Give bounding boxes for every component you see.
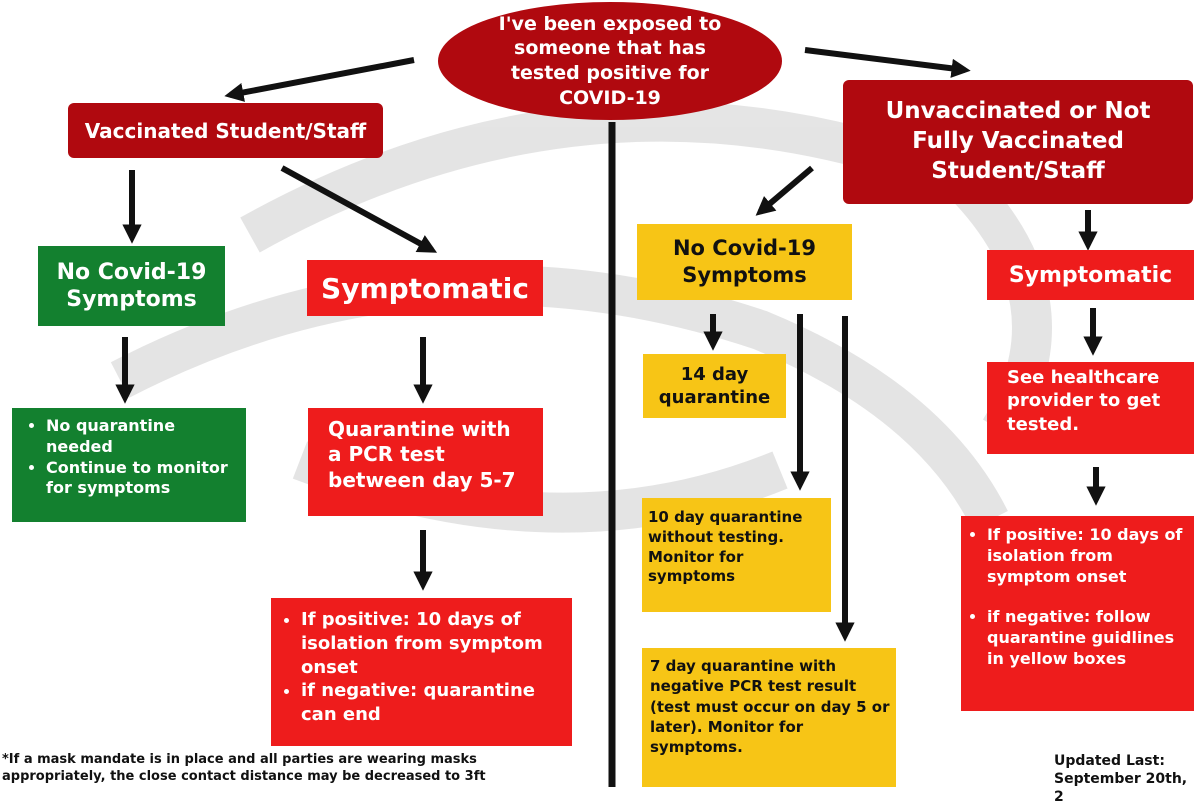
unvacc-healthcare-box: See healthcare provider to get tested. [987, 362, 1194, 454]
unvacc-no-symptoms-label: No Covid-19 Symptoms [672, 235, 816, 287]
unvacc-result-item: If positive: 10 days of isolation from s… [987, 525, 1190, 587]
arrow-vacc-symptomatic [280, 165, 438, 253]
mask-footnote-text: *If a mask mandate is in place and all p… [2, 752, 486, 784]
vacc-quarantine-text: Quarantine with a PCR test between day 5… [328, 417, 516, 492]
unvacc-14day-box: 14 day quarantine [643, 354, 786, 418]
vaccinated-header: Vaccinated Student/Staff [68, 103, 383, 158]
watermark-arc-mid [110, 265, 1008, 530]
vacc-result-item: If positive: 10 days of isolation from s… [301, 608, 566, 679]
vacc-quarantine-box: Quarantine with a PCR test between day 5… [308, 408, 543, 516]
mask-footnote: *If a mask mandate is in place and all p… [2, 752, 562, 786]
vacc-no-symptoms-item: Continue to monitor for symptoms [46, 458, 238, 500]
vacc-no-symptoms-label: No Covid-19 Symptoms [56, 259, 207, 313]
unvacc-7day-box: 7 day quarantine with negative PCR test … [642, 648, 896, 787]
vacc-results-box: If positive: 10 days of isolation from s… [271, 598, 572, 746]
unvacc-7day-text: 7 day quarantine with negative PCR test … [650, 657, 890, 756]
unvacc-results-box: If positive: 10 days of isolation from s… [961, 516, 1194, 711]
unvaccinated-header-text: Unvaccinated or Not Fully Vaccinated Stu… [885, 98, 1151, 184]
arrow-unvacc-no-symptoms [755, 165, 814, 216]
unvacc-10day-text: 10 day quarantine without testing. Monit… [648, 508, 803, 586]
unvacc-healthcare-text: See healthcare provider to get tested. [1007, 367, 1161, 435]
unvacc-14day-text: 14 day quarantine [658, 363, 771, 408]
vacc-symptomatic-box: Symptomatic [307, 260, 543, 316]
exposure-start-text: I've been exposed to someone that has te… [498, 12, 722, 109]
arrow-to-vaccinated [224, 57, 415, 102]
vacc-no-symptoms-list: No quarantine needed Continue to monitor… [12, 408, 246, 522]
unvacc-symptomatic-box: Symptomatic [987, 250, 1194, 300]
updated-note: Updated Last: September 20th, 2 [1054, 752, 1194, 807]
vaccinated-header-text: Vaccinated Student/Staff [84, 118, 367, 143]
arrow-to-unvaccinated [804, 47, 971, 78]
unvacc-10day-box: 10 day quarantine without testing. Monit… [642, 498, 831, 612]
updated-note-text: Updated Last: September 20th, 2 [1054, 753, 1188, 806]
unvacc-symptomatic-label: Symptomatic [1008, 262, 1173, 288]
vacc-no-symptoms-box: No Covid-19 Symptoms [38, 246, 225, 326]
unvacc-result-item: if negative: follow quarantine guidlines… [987, 607, 1190, 669]
vacc-symptomatic-label: Symptomatic [321, 271, 529, 305]
exposure-start-oval: I've been exposed to someone that has te… [438, 2, 782, 120]
unvacc-no-symptoms-box: No Covid-19 Symptoms [637, 224, 852, 300]
vacc-no-symptoms-item: No quarantine needed [46, 416, 238, 458]
vacc-result-item: if negative: quarantine can end [301, 679, 566, 727]
unvaccinated-header: Unvaccinated or Not Fully Vaccinated Stu… [843, 80, 1193, 204]
